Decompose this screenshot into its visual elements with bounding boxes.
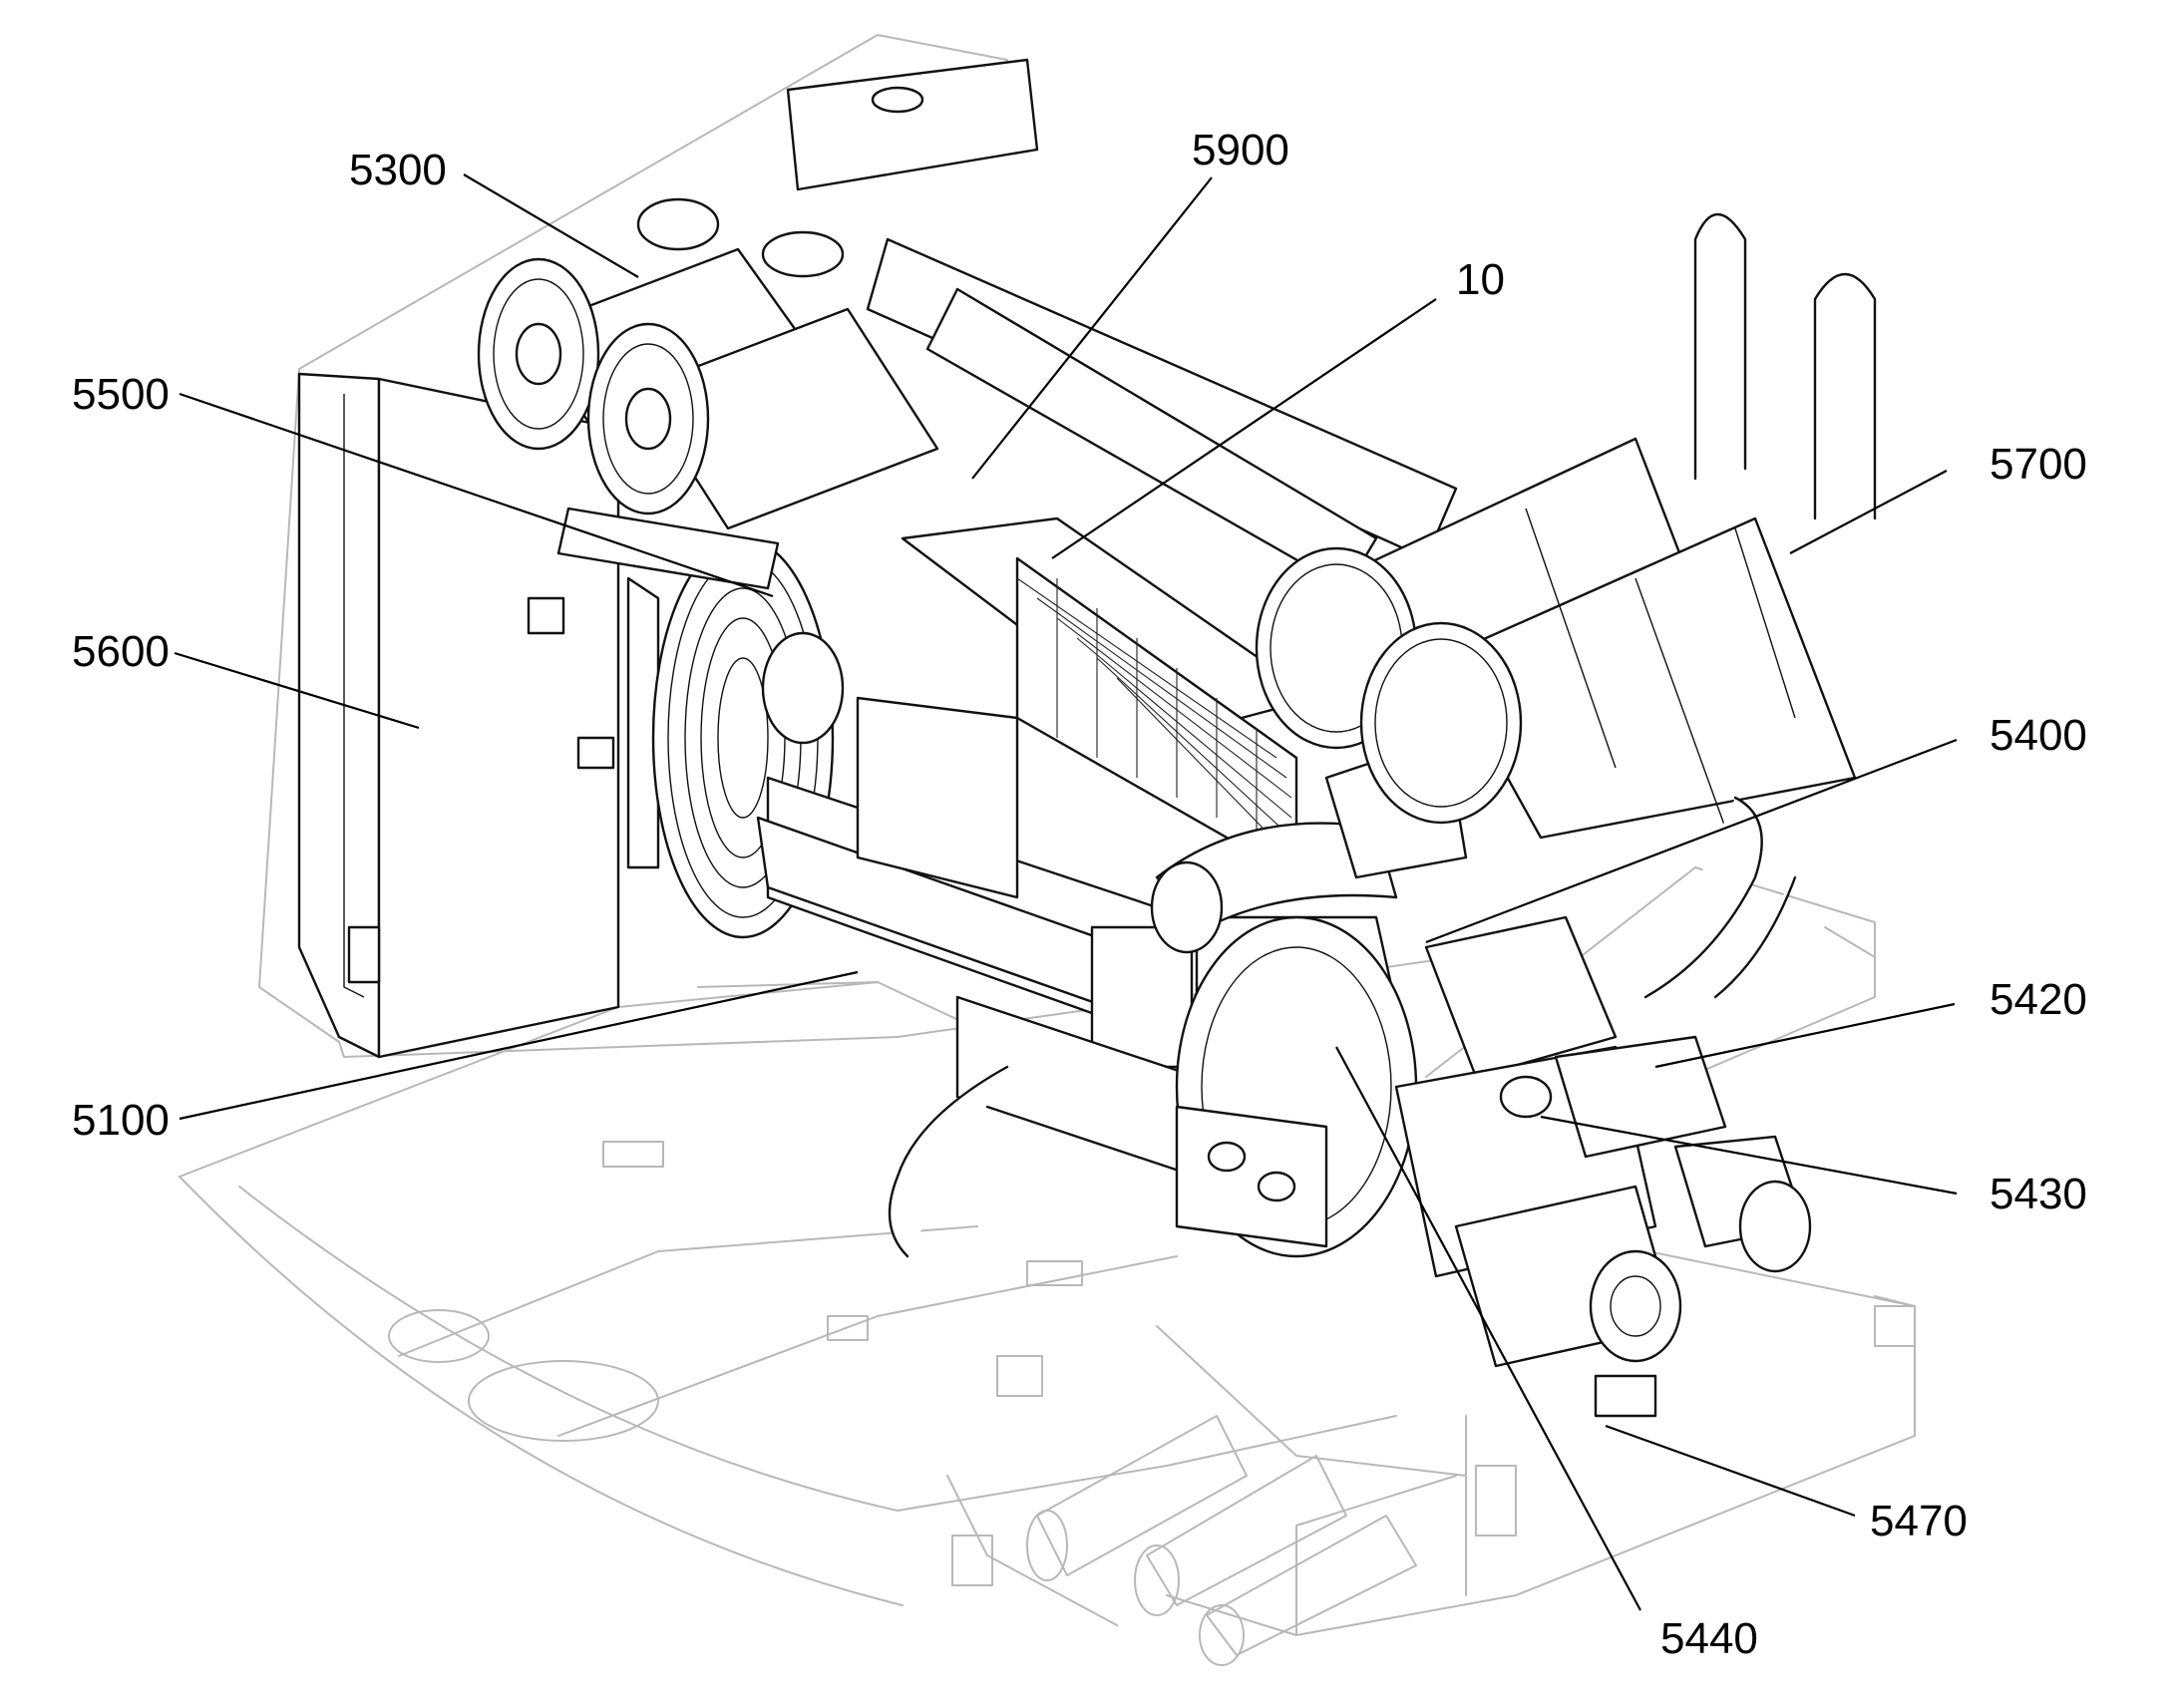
- leader-5700: [1789, 470, 1948, 554]
- callout-5700: 5700: [1990, 440, 2087, 489]
- leader-5600: [174, 651, 420, 730]
- leader-5420: [1654, 1002, 1956, 1069]
- leader-5900: [971, 176, 1213, 480]
- leader-5430: [1540, 1115, 1958, 1196]
- leader-5440: [1335, 1046, 1641, 1611]
- callout-5430: 5430: [1990, 1170, 2087, 1218]
- hydraulic-pump-group: [888, 796, 1812, 1418]
- air-filters: [477, 197, 939, 530]
- callout-5900: 5900: [1192, 126, 1289, 174]
- mufflers: [1255, 437, 1857, 840]
- callout-5500: 5500: [72, 370, 170, 419]
- leader-10: [1051, 298, 1437, 559]
- callout-5470: 5470: [1870, 1497, 1968, 1545]
- turbo-elbow: [1150, 736, 1468, 954]
- callout-5600: 5600: [72, 627, 170, 676]
- leader-5300: [463, 173, 639, 278]
- leader-5100: [179, 970, 859, 1121]
- leader-lines: [174, 173, 1958, 1611]
- engine-block: [756, 516, 1418, 1258]
- exhaust-pipes: [786, 58, 1877, 590]
- callout-5100: 5100: [72, 1096, 170, 1145]
- callout-10: 10: [1456, 255, 1505, 304]
- side-panel: [297, 372, 660, 1059]
- callout-labels: 5300 5900 10 5500 5700 5600 5400 5420 51…: [72, 126, 2087, 1663]
- leader-5500: [179, 392, 774, 598]
- callout-5400: 5400: [1990, 711, 2087, 760]
- callout-5300: 5300: [349, 146, 447, 194]
- leader-5400: [1425, 738, 1958, 944]
- callout-5440: 5440: [1660, 1614, 1758, 1663]
- callout-5420: 5420: [1990, 975, 2087, 1024]
- leader-5470: [1605, 1424, 1856, 1518]
